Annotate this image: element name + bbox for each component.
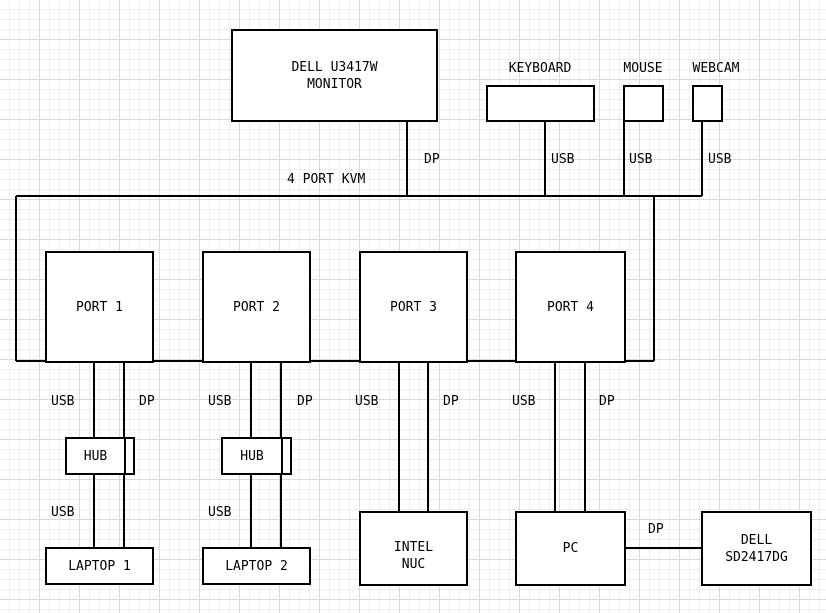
mouse-label: MOUSE — [623, 61, 663, 76]
port3-usb-label: USB — [355, 394, 379, 409]
pc-box: PC — [515, 511, 626, 586]
port-4-box: PORT 4 — [515, 251, 626, 363]
hub-1-side-tab — [124, 437, 135, 475]
hub-2-box: HUB — [221, 437, 283, 475]
port1-dp-label: DP — [139, 394, 155, 409]
hub2-laptop-usb-label: USB — [208, 505, 232, 520]
port-1-box: PORT 1 — [45, 251, 154, 363]
laptop-1-box: LAPTOP 1 — [45, 547, 154, 585]
keyboard-label: KEYBOARD — [508, 61, 572, 76]
port2-usb-label: USB — [208, 394, 232, 409]
port-2-box: PORT 2 — [202, 251, 311, 363]
port1-usb-label: USB — [51, 394, 75, 409]
webcam-usb-label: USB — [708, 152, 732, 167]
hub-2-side-tab — [281, 437, 292, 475]
monitor-box: DELL U3417W MONITOR — [231, 29, 438, 122]
hub-1-box: HUB — [65, 437, 126, 475]
port4-dp-label: DP — [599, 394, 615, 409]
keyboard-usb-label: USB — [551, 152, 575, 167]
pc-dell-dp-label: DP — [648, 522, 664, 537]
keyboard-box — [486, 85, 595, 122]
monitor-dp-label: DP — [424, 152, 440, 167]
intel-nuc-box: INTEL NUC — [359, 511, 468, 586]
mouse-box — [623, 85, 664, 122]
hub1-laptop-usb-label: USB — [51, 505, 75, 520]
dell-sd2417dg-box: DELL SD2417DG — [701, 511, 812, 586]
port4-usb-label: USB — [512, 394, 536, 409]
laptop-2-box: LAPTOP 2 — [202, 547, 311, 585]
mouse-usb-label: USB — [629, 152, 653, 167]
port2-dp-label: DP — [297, 394, 313, 409]
kvm-label: 4 PORT KVM — [287, 172, 366, 187]
webcam-box — [692, 85, 723, 122]
port3-dp-label: DP — [443, 394, 459, 409]
webcam-label: WEBCAM — [692, 61, 740, 76]
port-3-box: PORT 3 — [359, 251, 468, 363]
